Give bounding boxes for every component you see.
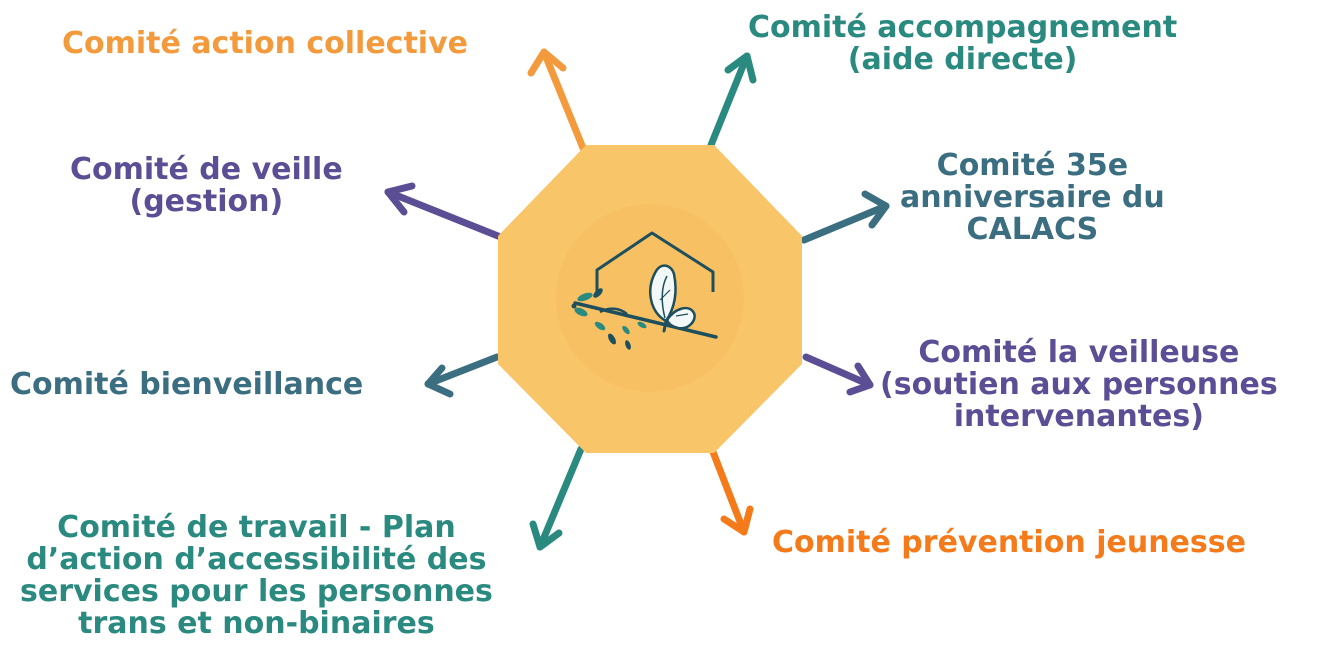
label-line: Comité accompagnement	[748, 10, 1178, 45]
label-line: (gestion)	[129, 184, 284, 219]
committee-action-collective-label: Comité action collective	[62, 28, 468, 60]
central-hub	[498, 145, 802, 453]
label-line: Comité bienveillance	[10, 367, 364, 402]
arrow-veilleuse	[802, 353, 874, 396]
label-line: (aide directe)	[847, 42, 1078, 77]
label-line: Comité de travail - Plan	[57, 510, 456, 545]
label-line: Comité 35e	[936, 148, 1129, 183]
committee-prevention-jeunesse-label: Comité prévention jeunesse	[772, 527, 1246, 559]
committee-travail-label: Comité de travail - Plan d’action d’acce…	[20, 512, 493, 640]
arrow-travail	[529, 445, 585, 551]
arrow-bienveillance	[424, 353, 501, 398]
label-line: Comité prévention jeunesse	[772, 525, 1246, 560]
arrow-veille	[384, 182, 502, 240]
committee-35e-anniversaire-label: Comité 35e anniversaire du CALACS	[900, 150, 1165, 246]
label-line: intervenantes)	[953, 399, 1204, 434]
label-line: (soutien aux personnes	[880, 367, 1278, 402]
arrow-prevention-jeunesse	[709, 448, 754, 536]
committee-bienveillance-label: Comité bienveillance	[10, 369, 363, 401]
label-line: Comité la veilleuse	[918, 335, 1240, 370]
label-line: services pour les personnes	[20, 574, 493, 609]
label-line: Comité de veille	[70, 152, 343, 187]
committee-accompagnement-label: Comité accompagnement (aide directe)	[748, 12, 1177, 76]
arrow-action-collective	[527, 48, 587, 152]
label-line: Comité action collective	[62, 26, 468, 61]
house-butterfly-logo-icon	[571, 231, 718, 350]
label-line: d’action d’accessibilité des	[26, 542, 487, 577]
label-line: CALACS	[966, 212, 1099, 247]
label-line: anniversaire du	[900, 180, 1165, 215]
committee-veilleuse-label: Comité la veilleuse (soutien aux personn…	[880, 337, 1278, 433]
label-line: trans et non-binaires	[78, 606, 435, 641]
committee-veille-label: Comité de veille (gestion)	[70, 154, 343, 218]
arrow-35e-anniversaire	[800, 190, 890, 244]
arrow-accompagnement	[707, 52, 757, 149]
